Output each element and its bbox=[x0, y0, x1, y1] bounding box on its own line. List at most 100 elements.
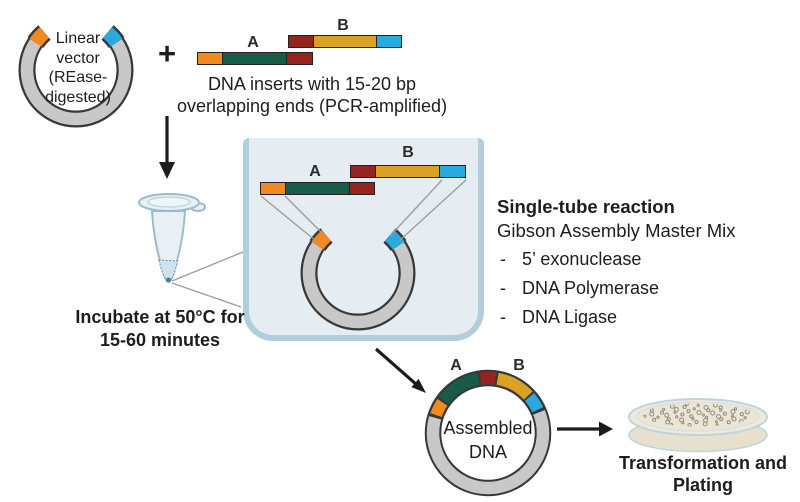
beaker-insert-b-label: B bbox=[402, 144, 414, 161]
colony-dot bbox=[718, 405, 723, 410]
colony-dot bbox=[682, 404, 687, 410]
colony-dot bbox=[675, 415, 679, 419]
beaker-insert-a-red-end bbox=[349, 183, 374, 194]
insert-b-bar bbox=[288, 35, 402, 48]
bullet-dash: - bbox=[500, 278, 506, 298]
colony-dot bbox=[731, 416, 737, 422]
inserts-caption-line2: overlapping ends (PCR-amplified) bbox=[176, 95, 448, 116]
reaction-component: - DNA Ligase bbox=[500, 308, 789, 326]
colony-dot bbox=[692, 407, 696, 411]
reaction-component-label: DNA Polymerase bbox=[522, 278, 660, 298]
plating-line1: Transformation and bbox=[618, 453, 788, 473]
flow-right-arrow-icon bbox=[557, 421, 613, 437]
reaction-description: Single-tube reaction Gibson Assembly Mas… bbox=[497, 196, 792, 337]
insert-b-body bbox=[313, 36, 376, 47]
colony-dot bbox=[743, 416, 747, 420]
colony-dot bbox=[656, 415, 660, 419]
beaker-insert-b-red-end bbox=[351, 166, 375, 177]
colony-dot bbox=[712, 403, 718, 408]
colony-dot bbox=[691, 417, 695, 421]
plasmid-insert-b-segment bbox=[496, 372, 533, 400]
incubation-caption: Incubate at 50°C for 15-60 minutes bbox=[40, 306, 280, 352]
assembled-insert-a-label: A bbox=[450, 357, 462, 374]
beaker-insert-b-blue-end bbox=[439, 166, 465, 177]
colony-dot bbox=[730, 409, 736, 415]
plating-line2: Plating bbox=[672, 475, 733, 495]
colony-dot bbox=[710, 410, 716, 416]
colony-dot bbox=[706, 408, 711, 413]
colony-dot bbox=[680, 412, 685, 417]
colony-dot bbox=[643, 414, 647, 418]
colony-dot bbox=[664, 412, 670, 418]
insert-a-red-end bbox=[286, 53, 312, 64]
reaction-component-label: 5’ exonuclease bbox=[522, 249, 642, 269]
colony-dot bbox=[652, 417, 657, 422]
plasmid-blue-segment bbox=[524, 392, 544, 413]
insert-a-label: A bbox=[247, 34, 259, 51]
assembled-dna-line1: Assembled bbox=[443, 418, 533, 438]
colony-dot bbox=[703, 405, 709, 410]
plasmid-orange-segment bbox=[430, 398, 448, 418]
colony-dot bbox=[719, 417, 724, 422]
colony-dot bbox=[722, 411, 727, 416]
colony-dot bbox=[662, 407, 666, 411]
magnifier-callout-lines bbox=[171, 251, 244, 308]
colony-dot bbox=[726, 420, 731, 425]
beaker-insert-b-bar bbox=[350, 165, 466, 178]
assembled-plasmid-icon bbox=[424, 369, 552, 497]
vector-label-line: Linear bbox=[55, 30, 101, 47]
colonies bbox=[643, 403, 750, 427]
colony-dot bbox=[665, 419, 671, 425]
assembled-dna-line2: DNA bbox=[468, 442, 507, 462]
reaction-component-label: DNA Ligase bbox=[522, 307, 618, 327]
insert-b-blue-end bbox=[376, 36, 401, 47]
colony-dot bbox=[733, 407, 738, 411]
vector-label-line: vector bbox=[56, 49, 100, 67]
plasmid-insert-a-segment bbox=[438, 372, 480, 405]
colony-dot bbox=[673, 407, 679, 412]
beaker-insert-a-bar bbox=[260, 182, 375, 195]
insert-a-orange-end bbox=[198, 53, 222, 64]
colony-dot bbox=[681, 421, 685, 425]
colony-dot bbox=[689, 414, 694, 419]
plating-caption: Transformation and Plating bbox=[606, 452, 800, 496]
colony-dot bbox=[684, 403, 689, 407]
microcentrifuge-tube-icon bbox=[138, 193, 206, 283]
assembled-dna-label: Assembled DNA bbox=[438, 416, 538, 464]
colony-dot bbox=[686, 409, 691, 414]
insert-b-label: B bbox=[337, 17, 349, 34]
beaker-insert-b-body bbox=[375, 166, 439, 177]
flow-down-arrow-icon bbox=[159, 116, 175, 179]
bullet-dash: - bbox=[500, 307, 506, 327]
colony-dot bbox=[701, 413, 705, 417]
overlap-connector-lines bbox=[260, 179, 467, 242]
insert-a-body bbox=[222, 53, 286, 64]
flow-diagonal-arrow-icon bbox=[374, 347, 426, 393]
beaker-insert-a-label: A bbox=[309, 163, 321, 180]
colony-dot bbox=[659, 410, 665, 415]
petri-dish-icon bbox=[628, 398, 768, 453]
reaction-component: - 5’ exonuclease bbox=[500, 250, 789, 268]
colony-dot bbox=[702, 421, 708, 427]
incubation-line2: 15-60 minutes bbox=[99, 330, 221, 350]
beaker-insert-a-body bbox=[285, 183, 349, 194]
inserts-caption: DNA inserts with 15-20 bp overlapping en… bbox=[161, 74, 463, 117]
reaction-mix-name: Gibson Assembly Master Mix bbox=[497, 220, 736, 241]
assembled-insert-b-label: B bbox=[513, 357, 525, 374]
reaction-title: Single-tube reaction bbox=[497, 196, 675, 217]
vector-label-line: (REase- bbox=[48, 69, 108, 86]
colony-dot bbox=[739, 412, 744, 417]
colony-dot bbox=[696, 410, 702, 415]
insert-a-bar bbox=[197, 52, 313, 65]
insert-b-red-end bbox=[289, 36, 313, 47]
plus-sign: + bbox=[157, 36, 177, 71]
beaker-vector-icon bbox=[300, 228, 416, 331]
linear-vector-label: Linear vector (REase- digested) bbox=[30, 29, 126, 107]
inserts-caption-line1: DNA inserts with 15-20 bp bbox=[207, 74, 417, 94]
colony-dot bbox=[696, 403, 700, 407]
bullet-dash: - bbox=[500, 249, 506, 269]
reaction-components-list: - 5’ exonuclease - DNA Polymerase - DNA … bbox=[497, 250, 792, 326]
reaction-component: - DNA Polymerase bbox=[500, 279, 789, 297]
